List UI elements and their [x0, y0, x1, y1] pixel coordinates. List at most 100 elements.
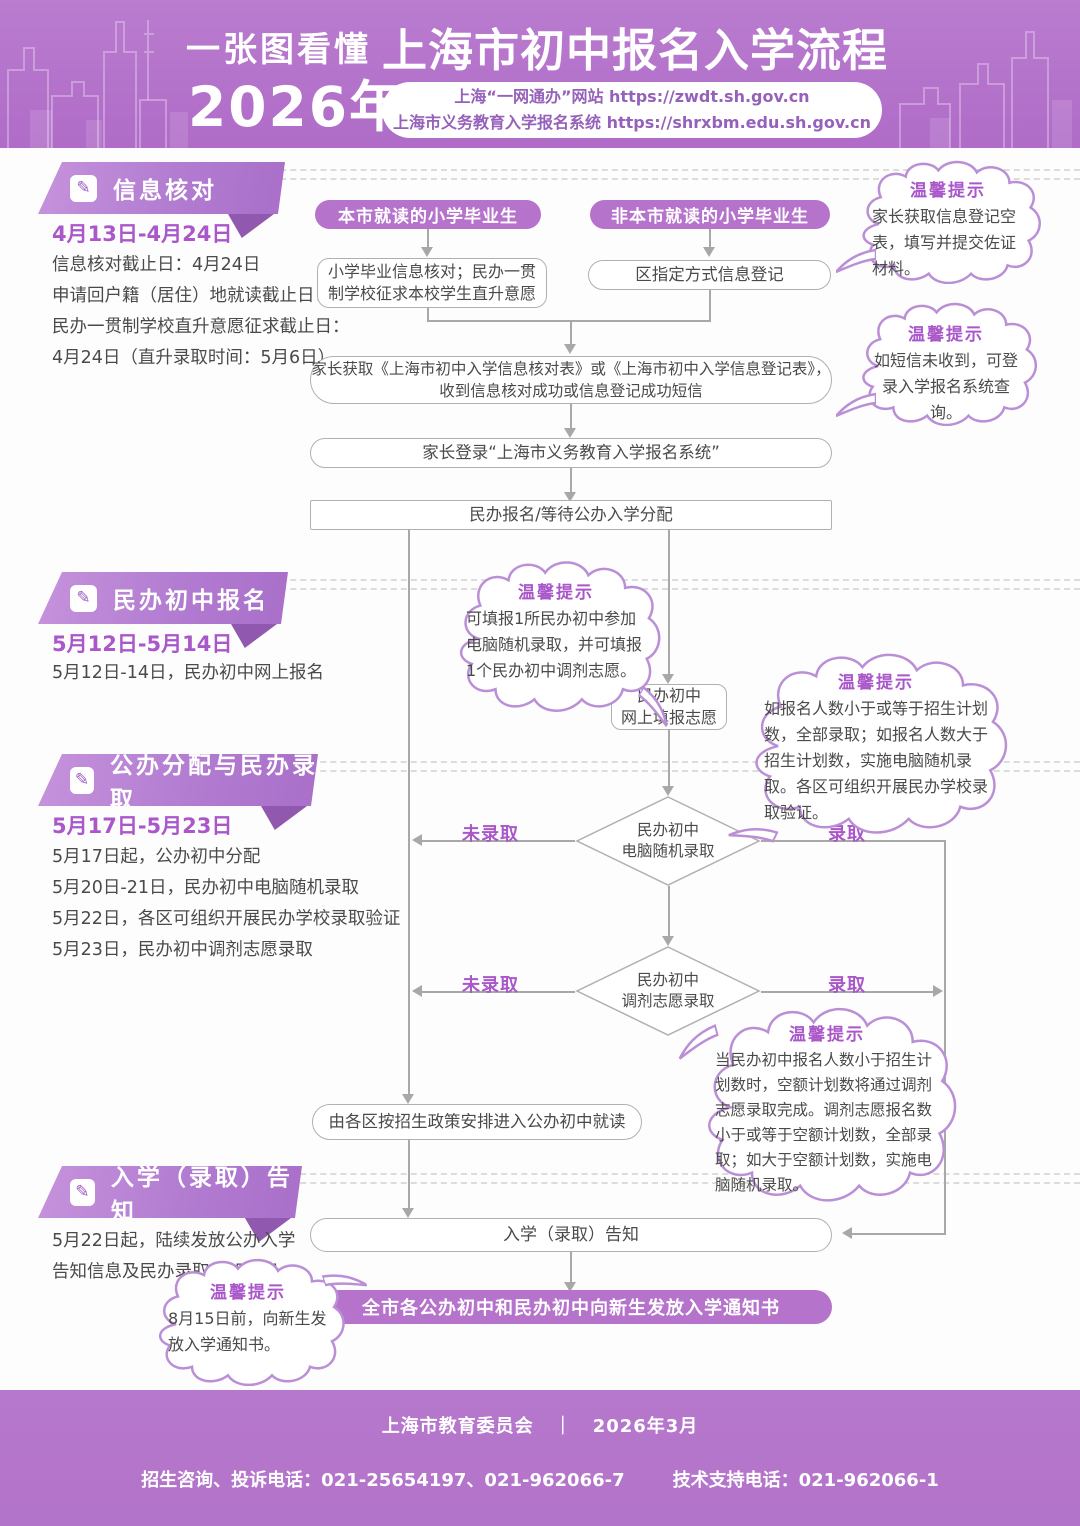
section-details: 5月17日起，公办初中分配 5月20日-21日，民办初中电脑随机录取 5月22日…: [52, 842, 400, 966]
flow-box-notice: 入学（录取）告知: [310, 1218, 832, 1252]
flow-box-obtain: 家长获取《上海市初中入学信息核对表》或《上海市初中入学信息登记表》， 收到信息核…: [310, 356, 832, 404]
footer-hotline: 招生咨询、投诉电话：021-25654197、021-962066-7: [141, 1470, 625, 1491]
tip-title: 温馨提示: [789, 1025, 865, 1045]
label-not-admitted: 未录取: [462, 824, 519, 845]
tip-title: 温馨提示: [908, 325, 984, 345]
detail-line: 4月24日（直升录取时间：5月6日）: [52, 348, 336, 368]
flow-line: [570, 320, 572, 346]
section-ribbon-info-check: ✎ 信息核对: [38, 162, 285, 214]
detail-line: 5月20日-21日，民办初中电脑随机录取: [52, 878, 359, 898]
detail-line: 5月22日，各区可组织开展民办学校录取验证: [52, 909, 401, 929]
arrowhead-down-icon: [703, 247, 715, 257]
diamond1-line1: 民办初中: [636, 821, 699, 839]
detail-line: 民办一贯制学校直升意愿征求截止日：: [52, 317, 350, 337]
tip-bubble-admission-letter: 温馨提示 8月15日前，向新生发放入学通知书。: [148, 1258, 348, 1386]
tip-bubble-adjustment-rule: 温馨提示 当民办初中报名人数小于招生计划数时，空额计划数将通过调剂志愿录取完成。…: [693, 1006, 961, 1202]
flow-line: [418, 991, 575, 993]
flow-box-obtain-line2: 收到信息核对成功或信息登记成功短信: [439, 382, 703, 400]
arrowhead-down-icon: [402, 1094, 414, 1104]
edit-icon: ✎: [70, 585, 97, 612]
tip-title: 温馨提示: [910, 181, 986, 201]
section-title: 信息核对: [113, 178, 217, 204]
flow-diamond-random-admission: 民办初中 电脑随机录取: [575, 796, 761, 886]
detail-line: 5月17日起，公办初中分配: [52, 847, 261, 867]
flow-line: [418, 840, 575, 842]
section-divider: [230, 178, 1080, 180]
diamond1-line2: 电脑随机录取: [621, 842, 715, 860]
ribbon-fold: [228, 214, 274, 238]
tip-title: 温馨提示: [518, 583, 594, 603]
date-range: 5月12日-5月14日: [52, 632, 233, 656]
footer-org: 上海市教育委员会: [381, 1416, 534, 1437]
tip-text: 如短信未收到，可登录入学报名系统查询。: [873, 351, 1018, 422]
footer-separator: ｜: [553, 1416, 573, 1437]
date-range: 5月17日-5月23日: [52, 814, 233, 838]
flow-bar-final: 全市各公办初中和民办初中向新生发放入学通知书: [310, 1290, 832, 1324]
arrowhead-down-icon: [662, 936, 674, 946]
diamond2-line2: 调剂志愿录取: [621, 992, 715, 1010]
tip-text: 家长获取信息登记空表，填写并提交佐证材料。: [872, 207, 1017, 278]
flow-line: [668, 730, 670, 790]
section-ribbon-allocation: ✎ 公办分配与民办录取: [38, 754, 318, 806]
flow-start-nonlocal: 非本市就读的小学毕业生: [590, 200, 830, 229]
tip-bubble-registration-form: 温馨提示 家长获取信息登记空表，填写并提交佐证材料。: [836, 160, 1044, 284]
flow-line: [570, 1252, 572, 1286]
arrowhead-left-icon: [842, 1227, 852, 1239]
section-details: 5月12日-14日，民办初中网上报名: [52, 658, 324, 689]
tip-text: 如报名人数小于或等于招生计划数，全部录取；如报名人数大于招生计划数，实施电脑随机…: [764, 699, 989, 822]
footer-org-line: 上海市教育委员会｜2026年3月: [0, 1412, 1080, 1438]
flow-box-apply-line2: 网上填报志愿: [620, 708, 717, 727]
arrowhead-down-icon: [421, 247, 433, 257]
section-divider: [230, 169, 1080, 171]
flow-box-login: 家长登录“上海市义务教育入学报名系统”: [310, 438, 832, 468]
flow-box-choice: 民办报名/等待公办入学分配: [310, 500, 832, 530]
ribbon-fold: [231, 624, 277, 648]
detail-line: 5月12日-14日，民办初中网上报名: [52, 663, 324, 683]
tip-title: 温馨提示: [210, 1283, 286, 1303]
footer-support: 技术支持电话：021-962066-1: [672, 1470, 939, 1491]
tip-bubble-random-rule: 温馨提示 如报名人数小于或等于招生计划数，全部录取；如报名人数大于招生计划数，实…: [740, 652, 1012, 834]
edit-icon: ✎: [70, 767, 94, 794]
arrowhead-right-icon: [933, 985, 943, 997]
flow-line: [761, 840, 945, 842]
flow-line: [427, 229, 429, 249]
flow-line: [408, 1140, 410, 1212]
detail-line: 信息核对截止日：4月24日: [52, 255, 261, 275]
flow-line: [570, 468, 572, 494]
header-links-pill: 上海“一网通办”网站 https://zwdt.sh.gov.cn 上海市义务教…: [382, 82, 882, 138]
arrowhead-down-icon: [662, 786, 674, 796]
header-banner: 一张图看懂 2026年 上海市初中报名入学流程 上海“一网通办”网站 https…: [0, 0, 1080, 148]
footer-banner: 上海市教育委员会｜2026年3月 招生咨询、投诉电话：021-25654197、…: [0, 1390, 1080, 1526]
enroll-system-link-text: 上海市义务教育入学报名系统 https://shrxbm.edu.sh.gov.…: [393, 113, 871, 132]
header-tagline: 一张图看懂: [186, 30, 371, 70]
detail-line: 5月22日起，陆续发放公办入学: [52, 1231, 296, 1251]
ribbon-fold: [261, 806, 307, 830]
arrowhead-down-icon: [564, 492, 576, 502]
detail-line: 5月23日，民办初中调剂志愿录取: [52, 940, 313, 960]
tip-bubble-sms: 温馨提示 如短信未收到，可登录入学报名系统查询。: [836, 302, 1040, 426]
tip-text: 8月15日前，向新生发放入学通知书。: [168, 1309, 327, 1354]
arrowhead-left-icon: [412, 834, 422, 846]
section-ribbon-private-apply: ✎ 民办初中报名: [38, 572, 288, 624]
arrowhead-down-icon: [564, 1282, 576, 1292]
flow-line: [668, 530, 670, 678]
flow-start-local: 本市就读的小学毕业生: [315, 200, 541, 229]
flow-line: [570, 404, 572, 430]
arrowhead-down-icon: [662, 674, 674, 684]
flow-line: [761, 991, 935, 993]
section-divider: [260, 1182, 1080, 1184]
tip-text: 当民办初中报名人数小于招生计划数时，空额计划数将通过调剂志愿录取完成。调剂志愿报…: [715, 1051, 933, 1194]
flow-box-obtain-line1: 家长获取《上海市初中入学信息核对表》或《上海市初中入学信息登记表》，: [311, 360, 831, 378]
section-divider: [230, 579, 1080, 581]
section-ribbon-notice: ✎ 入学（录取）告知: [38, 1166, 302, 1218]
city-skyline-icon: [7, 20, 1072, 148]
section-title: 入学（录取）告知: [110, 1165, 293, 1225]
flow-line: [709, 229, 711, 249]
flow-box-verify: 小学毕业信息核对；民办一贯制学校征求本校学生直升意愿: [317, 258, 547, 308]
date-range: 4月13日-4月24日: [52, 222, 233, 246]
label-admitted: 录取: [828, 824, 866, 845]
flow-line: [668, 886, 670, 940]
tip-text: 可填报1所民办初中参加电脑随机录取，并可填报1个民办初中调剂志愿。: [466, 609, 643, 680]
flow-line: [709, 290, 711, 322]
arrowhead-down-icon: [564, 344, 576, 354]
